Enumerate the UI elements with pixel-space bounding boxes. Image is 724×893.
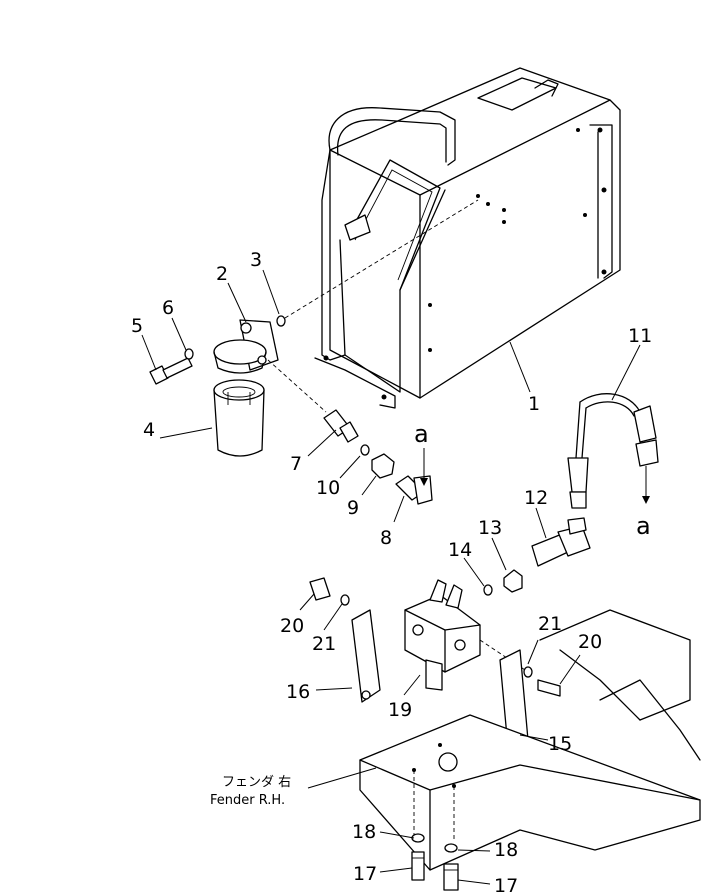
bolt-20-left bbox=[309, 577, 331, 601]
callout-6: 6 bbox=[162, 297, 174, 319]
fender-plate bbox=[359, 609, 701, 871]
bolt-17-right bbox=[443, 863, 459, 891]
callout-18-right: 18 bbox=[494, 839, 518, 861]
elbow-12 bbox=[531, 517, 591, 567]
callout-16: 16 bbox=[286, 681, 310, 703]
valve-19 bbox=[404, 579, 526, 691]
bolt-5 bbox=[149, 357, 193, 385]
tank-housing bbox=[284, 67, 621, 409]
callout-17-left: 17 bbox=[353, 863, 377, 885]
callout-20-right: 20 bbox=[578, 631, 602, 653]
bolt-17-left bbox=[411, 851, 425, 881]
callout-7: 7 bbox=[290, 453, 302, 475]
o-ring-10 bbox=[360, 444, 370, 456]
filter-head bbox=[213, 319, 327, 413]
washer-21-left bbox=[340, 594, 350, 606]
fender-caption-en: Fender R.H. bbox=[210, 793, 285, 808]
nut-13 bbox=[503, 569, 523, 593]
callout-1: 1 bbox=[528, 393, 540, 415]
callout-3: 3 bbox=[250, 249, 262, 271]
callout-15: 15 bbox=[548, 733, 572, 755]
callout-9: 9 bbox=[347, 497, 359, 519]
bracket-16 bbox=[351, 609, 381, 703]
o-ring-14 bbox=[483, 584, 493, 596]
callout-14: 14 bbox=[448, 539, 472, 561]
callout-8: 8 bbox=[380, 527, 392, 549]
filter-cartridge bbox=[213, 379, 265, 457]
callout-5: 5 bbox=[131, 315, 143, 337]
callout-11: 11 bbox=[628, 325, 652, 347]
hose-11 bbox=[567, 393, 659, 509]
washer-6 bbox=[184, 348, 194, 360]
elbow-8 bbox=[395, 475, 433, 505]
bolt-20-right bbox=[537, 679, 561, 697]
ref-a-upper: a bbox=[414, 420, 429, 448]
callout-18-left: 18 bbox=[352, 821, 376, 843]
callout-21-left: 21 bbox=[312, 633, 336, 655]
nut-9 bbox=[371, 453, 395, 479]
ref-a-lower: a bbox=[636, 512, 651, 540]
washer-21-right bbox=[523, 666, 533, 678]
callout-2: 2 bbox=[216, 263, 228, 285]
connector-7 bbox=[323, 409, 359, 443]
callout-17-right: 17 bbox=[494, 875, 518, 893]
o-ring-3 bbox=[276, 315, 286, 327]
callout-4: 4 bbox=[143, 419, 155, 441]
callout-10: 10 bbox=[316, 477, 340, 499]
callout-21-right: 21 bbox=[538, 613, 562, 635]
callout-12: 12 bbox=[524, 487, 548, 509]
washer-18-right bbox=[444, 843, 458, 853]
callout-20-left: 20 bbox=[280, 615, 304, 637]
leader-lines bbox=[141, 269, 650, 885]
fender-caption-jp: フェンダ 右 bbox=[222, 775, 291, 790]
callout-labels: 1 2 3 4 5 6 7 8 9 10 11 12 13 14 15 16 1… bbox=[131, 249, 652, 893]
callout-19: 19 bbox=[388, 699, 412, 721]
callout-13: 13 bbox=[478, 517, 502, 539]
